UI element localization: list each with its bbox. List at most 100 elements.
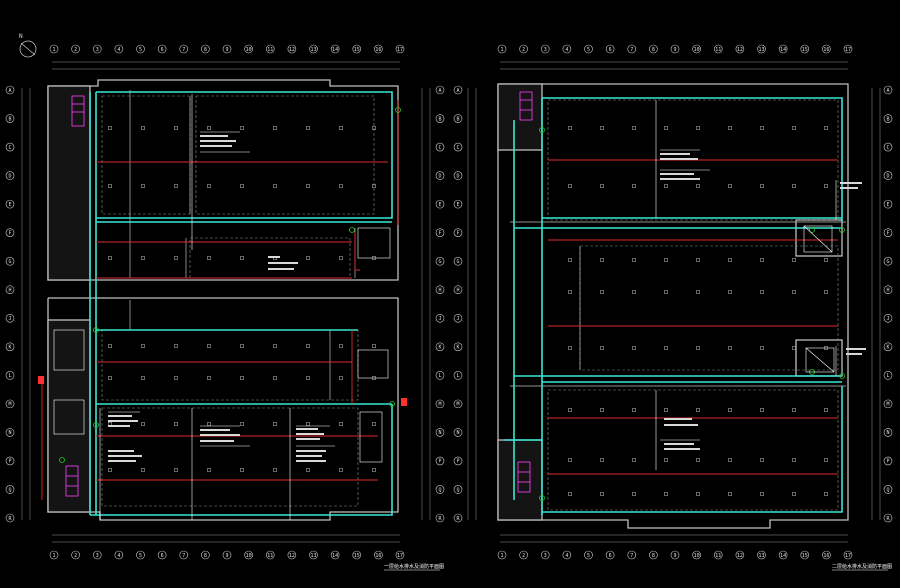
column-marker <box>568 126 572 130</box>
left-plan-bottom-axis-bubble <box>201 550 210 560</box>
right-plan-right-axis-bubble <box>883 456 893 466</box>
right-plan-left-axis-label: M <box>456 402 459 408</box>
right-plan-top-axis-label: 17 <box>845 47 851 53</box>
column-marker <box>760 290 764 294</box>
left-plan-left-axis-bubble <box>5 85 15 95</box>
right-plan-top-axis-bubble <box>670 44 680 54</box>
left-plan-top-axis-bubble <box>330 44 340 54</box>
column-marker <box>339 184 343 188</box>
column-marker <box>696 346 700 350</box>
column-marker <box>664 184 668 188</box>
right-plan-right-axis-label: H <box>886 288 889 294</box>
right-plan-bottom-axis-bubble <box>605 550 615 560</box>
left-plan-bottom-axis-bubble <box>114 550 124 560</box>
left-plan-bottom-axis-bubble <box>222 550 232 560</box>
right-plan-left-axis-bubble <box>453 485 463 494</box>
right-plan-column-markers <box>568 126 828 496</box>
column-marker <box>664 346 668 350</box>
column-marker <box>792 258 796 262</box>
right-plan-top-axis-bubble <box>605 44 615 54</box>
right-plan-bottom-axis-bubble <box>519 550 528 560</box>
column-marker <box>824 458 828 462</box>
left-plan-top-axis-label: 15 <box>354 47 360 53</box>
column-marker <box>568 408 572 412</box>
left-plan-walls <box>47 79 399 521</box>
left-plan-bottom-axis-label: 9 <box>225 553 228 559</box>
left-plan-bottom-axis-label: 5 <box>139 553 142 559</box>
column-marker <box>141 422 145 426</box>
left-plan-right-axis-bubble <box>435 371 445 380</box>
left-plan-left-axis-label: Q <box>8 487 11 493</box>
column-marker <box>141 376 145 380</box>
right-plan-right-axis-label: D <box>886 173 889 179</box>
column-marker <box>273 376 277 380</box>
column-marker <box>207 184 211 188</box>
right-plan-top-axis-label: 4 <box>565 47 568 53</box>
right-plan-stair-symbols <box>517 91 533 493</box>
right-plan-right-axis-bubble <box>883 114 893 123</box>
column-marker <box>632 458 636 462</box>
column-marker <box>306 376 310 380</box>
column-marker <box>372 184 376 188</box>
left-plan-bottom-axis-label: 3 <box>96 553 99 559</box>
right-plan-top-axis-label: 16 <box>823 47 829 53</box>
column-marker <box>240 422 244 426</box>
column-marker <box>696 258 700 262</box>
right-plan-top-axis-bubble <box>649 44 658 54</box>
column-marker <box>824 258 828 262</box>
right-plan-left-axis-label: E <box>456 202 459 208</box>
left-plan-right-axis-bubble <box>435 256 445 266</box>
column-marker <box>240 184 244 188</box>
right-plan-main-pipes <box>504 97 843 515</box>
left-plan-right-axis-bubble <box>435 114 445 123</box>
left-plan-bottom-axis-bubble <box>157 550 167 560</box>
right-plan-left-axis-bubble <box>453 456 463 466</box>
right-plan-left-axis-bubble <box>453 171 463 180</box>
column-marker <box>273 344 277 348</box>
column-marker <box>792 184 796 188</box>
left-plan-equipment-rooms <box>53 227 391 463</box>
left-plan-left-axis-label: M <box>8 402 11 408</box>
left-plan-top-axis-label: 14 <box>332 47 338 53</box>
left-plan-right-axis-label: D <box>438 173 441 179</box>
left-plan-top-axis-bubble <box>309 44 318 54</box>
column-marker <box>141 184 145 188</box>
right-plan-bottom-axis-label: 13 <box>758 553 764 559</box>
right-plan-top-axis-bubble <box>540 44 550 54</box>
column-marker <box>240 468 244 472</box>
right-plan-top-axis-bubble <box>692 44 701 54</box>
column-marker <box>600 258 604 262</box>
right-plan-top-axis-bubble <box>519 44 528 54</box>
column-marker <box>207 422 211 426</box>
column-marker <box>728 258 732 262</box>
left-plan-bottom-axis-bubble <box>395 550 405 560</box>
right-plan-top-axis-label: 10 <box>694 47 700 53</box>
right-plan-bottom-axis-bubble <box>778 550 788 560</box>
right-plan-bottom-axis-bubble <box>627 550 637 560</box>
column-marker <box>760 126 764 130</box>
left-plan-right-axis-label: E <box>438 202 441 208</box>
left-plan-right-axis-label: J <box>438 316 441 322</box>
column-marker <box>174 184 178 188</box>
right-plan-top-axis-label: 3 <box>544 47 547 53</box>
column-marker <box>600 126 604 130</box>
right-plan-right-axis-label: G <box>886 259 889 265</box>
column-marker <box>240 256 244 260</box>
left-plan-top-axis-bubble <box>136 44 145 54</box>
column-marker <box>792 126 796 130</box>
column-marker <box>174 344 178 348</box>
left-plan-hydrant-markers <box>38 376 407 406</box>
right-plan-top-axis-label: 14 <box>780 47 786 53</box>
right-plan-bottom-axis-label: 8 <box>652 553 655 559</box>
left-plan-left-axis-label: D <box>8 173 11 179</box>
right-plan-top-axis-bubble <box>627 44 637 54</box>
column-marker <box>306 468 310 472</box>
right-plan-left-axis-bubble <box>453 256 463 266</box>
right-plan-left-axis-label: P <box>456 459 459 465</box>
column-marker <box>339 376 343 380</box>
column-marker <box>108 376 112 380</box>
left-plan-right-axis-label: M <box>438 402 441 408</box>
